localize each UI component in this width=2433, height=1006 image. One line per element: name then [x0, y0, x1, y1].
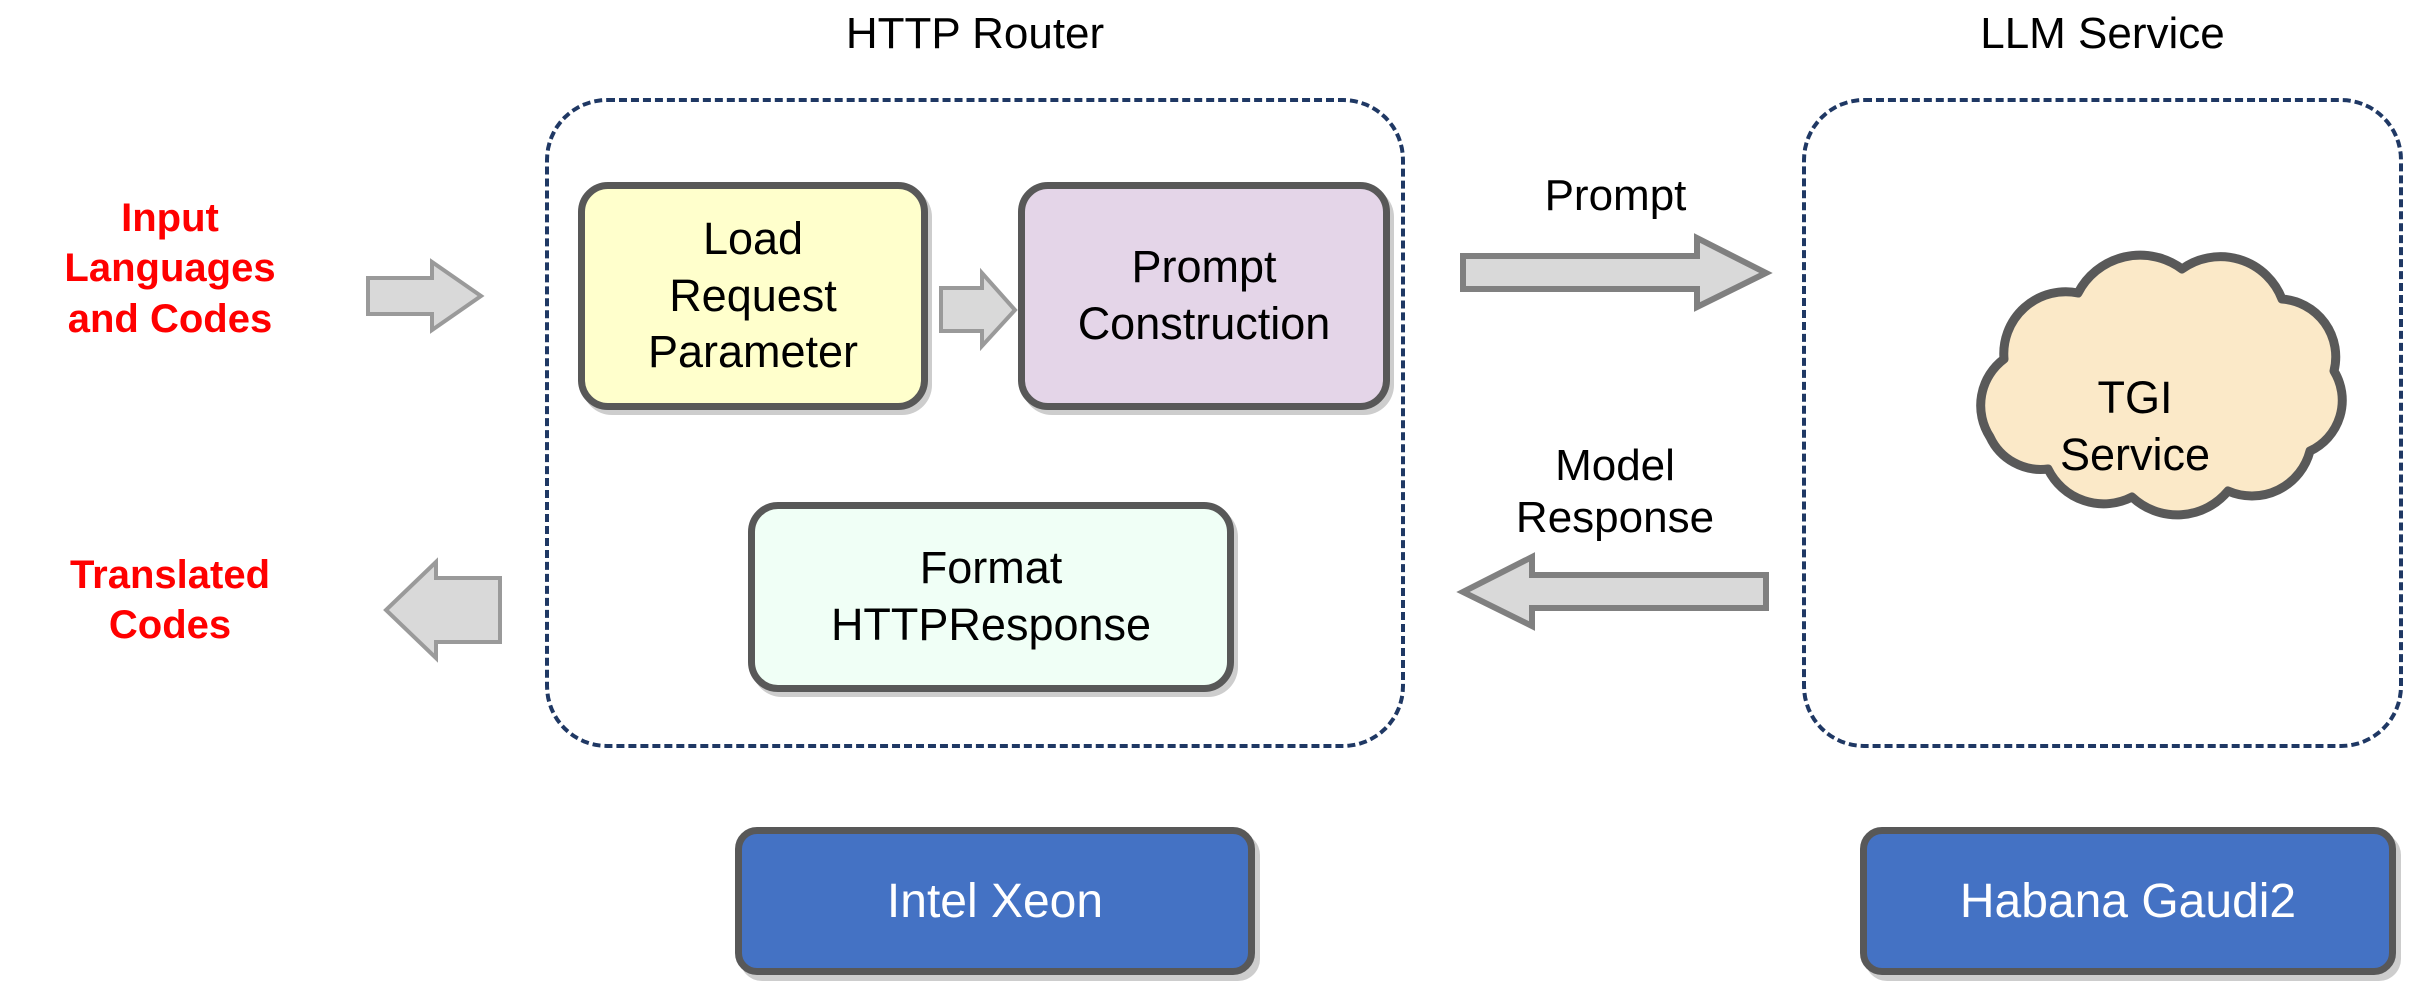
- http-router-container: [545, 98, 1405, 748]
- group-title-llm-service: LLM Service: [1980, 9, 2225, 58]
- load-request-line-2: Request: [669, 269, 837, 321]
- hardware-box-habana-gaudi2-label: Habana Gaudi2: [1959, 874, 2297, 928]
- load-request-line-1: Load: [702, 212, 804, 264]
- node-format-httpresponse-label: Format HTTPResponse: [831, 540, 1151, 653]
- model-response-flow-arrow: [1456, 552, 1769, 631]
- model-response-label-line-2: Response: [1515, 492, 1715, 542]
- prompt-construction-line-1: Prompt: [1131, 241, 1277, 293]
- node-format-httpresponse[interactable]: Format HTTPResponse: [748, 502, 1234, 692]
- hardware-box-habana-gaudi2[interactable]: Habana Gaudi2: [1860, 827, 2396, 975]
- output-flow-arrow: [383, 557, 502, 663]
- node-tgi-service-label: TGI Service: [1965, 370, 2305, 483]
- endpoint-label-input: Input Languages and Codes: [20, 193, 320, 344]
- prompt-flow-arrow: [1460, 233, 1773, 312]
- group-title-http-router: HTTP Router: [845, 9, 1105, 58]
- endpoint-output-line-1: Translated: [69, 553, 271, 597]
- endpoint-input-line-1: Input: [121, 196, 219, 240]
- prompt-construction-line-2: Construction: [1077, 298, 1331, 349]
- tgi-service-line-2: Service: [2059, 428, 2211, 480]
- node-load-request-parameter[interactable]: Load Request Parameter: [578, 182, 928, 410]
- endpoint-input-line-3: and Codes: [67, 296, 273, 341]
- node-prompt-construction[interactable]: Prompt Construction: [1018, 182, 1390, 410]
- flow-label-prompt: Prompt: [1463, 170, 1768, 222]
- format-response-line-1: Format: [919, 542, 1063, 594]
- endpoint-input-line-2: Languages: [64, 246, 276, 291]
- node-prompt-construction-label: Prompt Construction: [1078, 239, 1331, 352]
- input-flow-arrow: [366, 258, 485, 334]
- format-response-line-2: HTTPResponse: [830, 599, 1152, 650]
- model-response-label-line-1: Model: [1555, 441, 1675, 490]
- llm-service-container: [1802, 98, 2403, 748]
- endpoint-label-output: Translated Codes: [20, 550, 320, 651]
- internal-flow-arrow: [939, 267, 1018, 352]
- flow-label-model-response: Model Response: [1445, 440, 1785, 544]
- hardware-box-intel-xeon-label: Intel Xeon: [886, 874, 1104, 928]
- load-request-line-3: Parameter: [647, 326, 859, 378]
- hardware-box-intel-xeon[interactable]: Intel Xeon: [735, 827, 1255, 975]
- endpoint-output-line-2: Codes: [108, 603, 232, 648]
- prompt-label-line-1: Prompt: [1544, 171, 1687, 220]
- tgi-service-line-1: TGI: [2097, 372, 2173, 423]
- node-load-request-parameter-label: Load Request Parameter: [648, 211, 858, 381]
